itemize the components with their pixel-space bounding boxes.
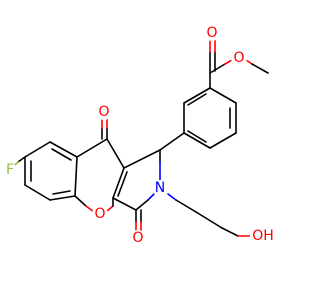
atom-labels: O O O N O O F OH: [3, 25, 276, 246]
atom-label-o: O: [98, 104, 109, 120]
atom-label-o: O: [94, 206, 105, 222]
atom-label-o: O: [132, 230, 143, 246]
hydroxyl-group: OH: [250, 228, 276, 244]
bond: [112, 167, 125, 199]
aromatic-double-bond: [52, 190, 71, 195]
bond: [195, 211, 223, 229]
aromatic-double-bond: [187, 93, 207, 106]
atom-label-oh: OH: [252, 228, 274, 244]
bond: [106, 138, 125, 169]
bond: [123, 149, 161, 169]
bond: [209, 63, 226, 74]
bond: [245, 59, 253, 65]
bond: [76, 138, 108, 158]
lactam-oxygen: O: [130, 230, 146, 246]
bond: [209, 132, 237, 149]
atom-label-o: O: [206, 25, 217, 41]
bond: [49, 141, 78, 158]
ring-oxygen: O: [92, 206, 108, 222]
bond: [74, 156, 78, 197]
bond: [221, 227, 239, 237]
bond: [112, 197, 137, 211]
bond: [159, 132, 185, 151]
fluorobenzene-ring: [24, 141, 78, 201]
lactam-carbonyl: [135, 209, 142, 233]
ring-double-bond: [117, 171, 128, 197]
aromatic-double-bond: [187, 130, 207, 143]
methyl-ester-group: [209, 39, 269, 89]
methyl-bond: [251, 63, 269, 74]
bond: [175, 199, 197, 213]
phenyl-ring: [183, 87, 237, 149]
bond: [147, 193, 155, 201]
bond: [209, 87, 237, 104]
bond: [24, 184, 51, 201]
bond: [17, 156, 26, 163]
atom-label-f: F: [6, 162, 14, 178]
atom-label-n: N: [155, 180, 165, 196]
nitrogen-atom: N: [152, 180, 168, 196]
fluorine-atom: F: [3, 162, 17, 178]
bond: [224, 59, 233, 65]
bond: [183, 87, 211, 104]
ketone-oxygen: O: [96, 104, 112, 120]
bond: [24, 141, 51, 158]
lactam-ring: [112, 149, 161, 211]
pyranone-ring: [74, 138, 128, 213]
bond: [183, 132, 211, 149]
bond: [135, 199, 149, 211]
chemical-structure-diagram: O O O N O O F OH: [3, 25, 276, 246]
bond: [74, 195, 87, 207]
structure-canvas: O O O N O O F OH: [3, 25, 276, 246]
ester-carbonyl-oxygen: O: [204, 25, 220, 41]
chromone-ketone: [101, 117, 108, 140]
aromatic-double-bond: [51, 148, 72, 161]
bond: [49, 195, 76, 201]
ester-ether-oxygen: O: [231, 50, 247, 66]
hydroxyethyl-chain: [167, 193, 251, 237]
atom-label-o: O: [233, 50, 244, 66]
bond: [167, 193, 177, 201]
